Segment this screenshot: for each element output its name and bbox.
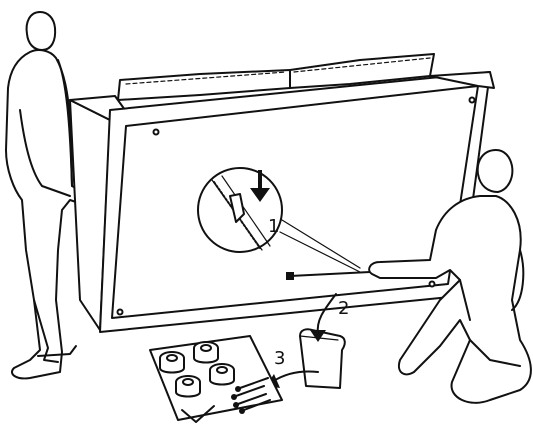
glide-foot (176, 376, 200, 397)
glide-foot (160, 352, 184, 373)
sofa-panel (70, 54, 494, 332)
step-number-2: 2 (338, 298, 349, 319)
step-number-1: 1 (268, 216, 279, 237)
glide-foot (210, 364, 234, 385)
glide-foot (194, 342, 218, 363)
step-number-3: 3 (274, 348, 285, 369)
parts-sheet (150, 336, 282, 422)
hardware-bag (300, 329, 345, 388)
